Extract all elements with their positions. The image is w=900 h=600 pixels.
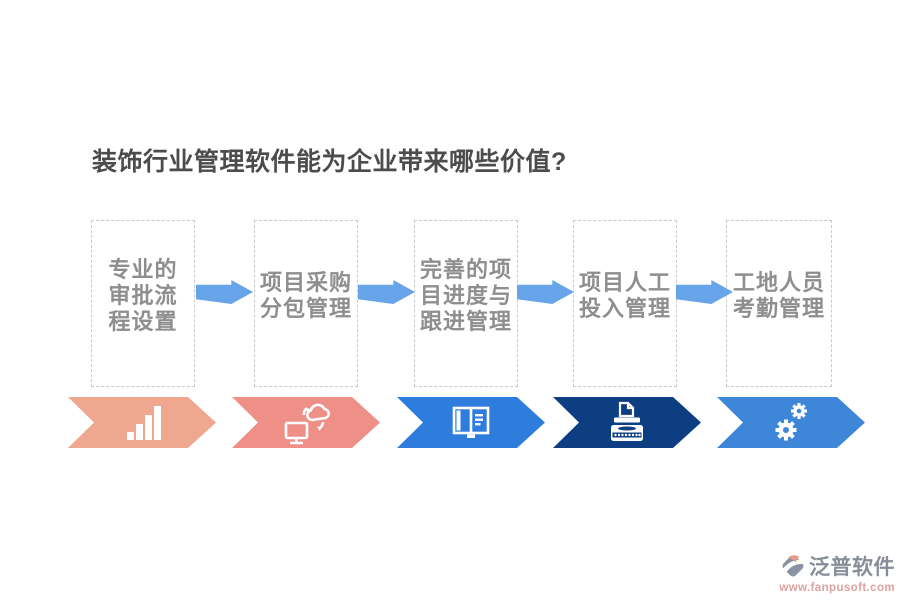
flow-arrow-icon [196,280,253,304]
open-book-icon [449,403,493,443]
flow-arrow-icon [517,280,574,304]
step-box-procurement: 项目采购 分包管理 [254,220,358,387]
page-title: 装饰行业管理软件能为企业带来哪些价值? [92,148,567,176]
bar-chart-icon [121,404,163,442]
fanpu-logo-icon [781,555,805,577]
logo-url: www.fanpusoft.com [779,582,895,594]
step-banner-approval-flow [68,397,216,448]
fanpu-logo: 泛普软件 www.fanpusoft.com [770,551,895,594]
step-banner-attendance [717,397,865,448]
step-banner-procurement [232,397,380,448]
typewriter-icon [605,401,649,445]
logo-name: 泛普软件 [809,556,895,579]
gears-icon [769,400,813,446]
step-box-progress: 完善的项 目进度与 跟进管理 [414,220,518,387]
step-box-attendance: 工地人员 考勤管理 [726,220,832,387]
computer-cloud-sync-icon [282,400,330,446]
flow-arrow-icon [676,280,733,304]
flow-arrow-icon [358,280,415,304]
step-box-labor-input: 项目人工 投入管理 [573,220,677,387]
step-banner-progress [397,397,545,448]
step-banner-labor-input [553,397,701,448]
step-box-approval-flow: 专业的 审批流 程设置 [91,220,195,387]
